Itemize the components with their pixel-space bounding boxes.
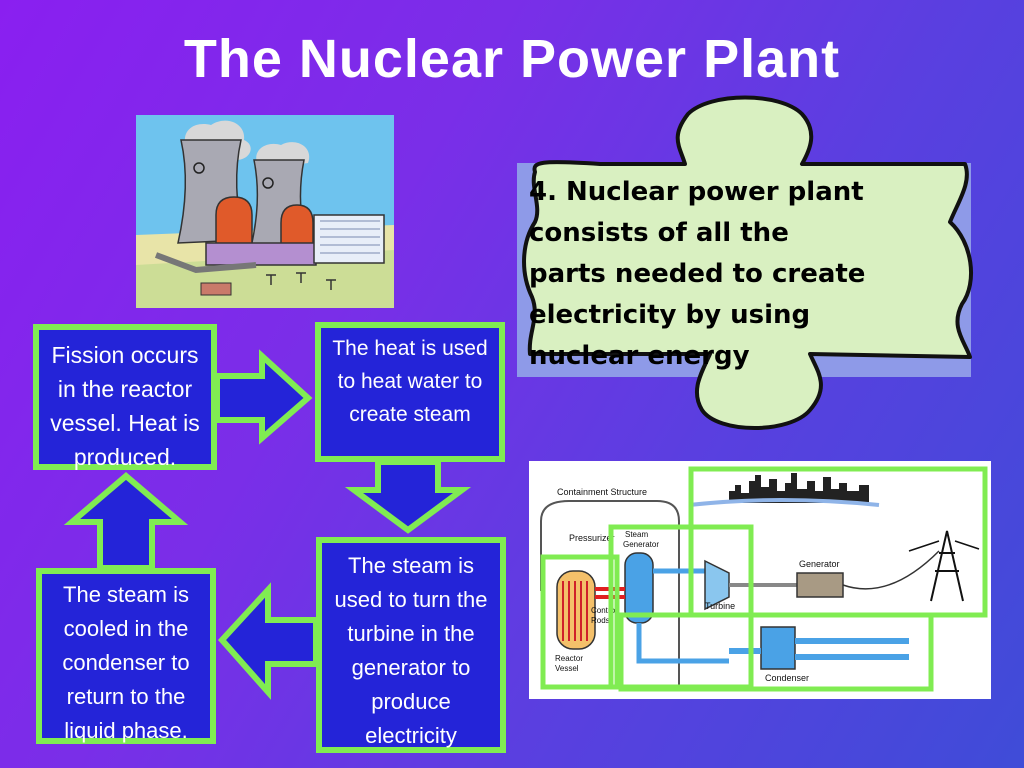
containment-label: Containment Structure: [557, 487, 647, 497]
reactor-vessel-label: Reactor: [555, 654, 583, 663]
arrow-left-icon: [217, 582, 319, 700]
box-line: return to the: [66, 684, 186, 709]
box-line: vessel. Heat is: [50, 410, 200, 436]
reactor-vessel-label: Vessel: [555, 664, 579, 673]
arrow-right-icon: [214, 349, 313, 445]
pressurizer-label: Pressurizer: [569, 533, 615, 543]
box-line: The heat is used: [332, 337, 488, 360]
puzzle-piece-icon: [522, 95, 974, 430]
box-line: The steam is: [348, 553, 474, 578]
box-line: generator to: [351, 655, 471, 680]
fission-box: Fission occurs in the reactor vessel. He…: [33, 324, 217, 470]
box-line: to heat water to: [337, 370, 483, 393]
box-line: liquid phase.: [64, 718, 188, 743]
heat-box: The heat is used to heat water to create…: [315, 322, 505, 462]
arrow-up-icon: [63, 472, 189, 571]
fact-text: 4. Nuclear power plant consists of all t…: [529, 172, 969, 377]
fact-line: electricity by using: [529, 300, 811, 330]
control-rods-label: Rods: [591, 616, 610, 625]
steam-generator-label: Steam: [625, 530, 648, 539]
fact-line: parts needed to create: [529, 259, 866, 289]
fact-line: nuclear energy: [529, 341, 750, 371]
condenser-label: Condenser: [765, 673, 809, 683]
box-line: used to turn the: [334, 587, 488, 612]
plant-schematic: Containment Structure Pressurizer Steam …: [529, 461, 991, 699]
box-line: Fission occurs: [51, 342, 199, 368]
box-line: electricity: [365, 723, 457, 748]
power-plant-illustration: [136, 115, 394, 308]
box-line: turbine in the: [347, 621, 475, 646]
control-rods-label: Control: [591, 606, 617, 615]
box-line: produce: [371, 689, 451, 714]
box-line: produced.: [73, 444, 177, 470]
steam-generator-label: Generator: [623, 540, 659, 549]
fact-line: 4. Nuclear power plant: [529, 177, 864, 207]
box-line: condenser to: [62, 650, 190, 675]
condenser-box: The steam is cooled in the condenser to …: [36, 568, 216, 744]
slide-title: The Nuclear Power Plant: [183, 29, 841, 89]
box-line: in the reactor: [57, 376, 193, 402]
generator-label: Generator: [799, 559, 840, 569]
arrow-down-icon: [344, 459, 472, 534]
box-line: cooled in the: [63, 616, 189, 641]
box-line: The steam is: [63, 582, 189, 607]
steam-turbine-box: The steam is used to turn the turbine in…: [316, 537, 506, 753]
box-line: create steam: [349, 403, 471, 426]
fact-line: consists of all the: [529, 218, 789, 248]
turbine-label: Turbine: [705, 601, 735, 611]
